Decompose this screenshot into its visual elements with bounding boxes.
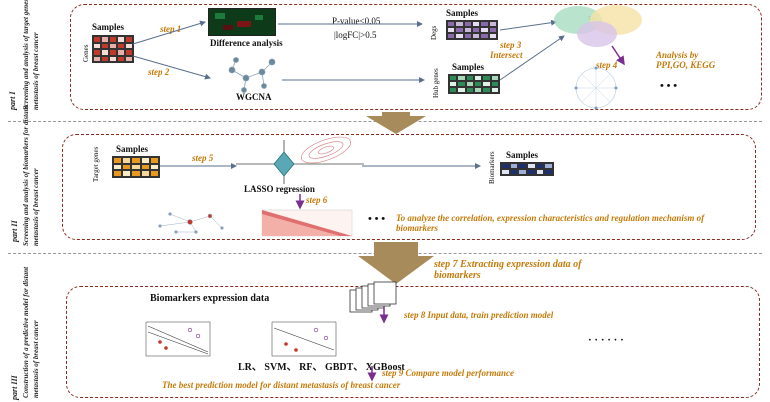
part3-ellipsis: · · · · · · — [588, 334, 624, 346]
wgcna-network — [228, 57, 276, 93]
document-stack-icon — [349, 281, 397, 313]
step3-label: step 3 — [500, 40, 522, 50]
step4-arrow — [611, 45, 625, 66]
big-arrow-part1-to-part2 — [366, 112, 426, 134]
biomarker-samples-label: Samples — [506, 150, 539, 160]
step8-label: step 8 Input data, train prediction mode… — [404, 310, 554, 320]
arrow-to-difference — [132, 20, 206, 45]
biomarkers-expression-label: Biomarkers expression data — [150, 293, 270, 304]
step4-label: step 4 — [596, 60, 618, 70]
step7-label: step 7 Extracting expression data of bio… — [434, 259, 582, 281]
intersect-label: Intersect — [490, 50, 523, 60]
heatmap-image — [208, 8, 276, 36]
lasso-label: LASSO regression — [244, 184, 315, 194]
part1-ellipsis: • • • — [660, 80, 678, 92]
logfc-text: |logFC|>0.5 — [334, 30, 377, 40]
correlation-triangle — [261, 209, 353, 237]
models-label: LR、 SVM、 RF、 GBDT、 XGBoost — [238, 362, 405, 373]
step5-label: step 5 — [192, 153, 214, 163]
step9-label: step 9 Compare model performance — [382, 368, 514, 378]
arrow-to-wgcna — [132, 55, 211, 80]
wgcna-label: WGCNA — [236, 92, 272, 102]
lasso-plot — [236, 136, 364, 184]
ppi-network — [574, 66, 618, 110]
part2-ellipsis: • • • — [368, 213, 386, 225]
best-model-label: The best prediction model for distant me… — [162, 380, 401, 390]
degs-samples-label: Samples — [446, 8, 479, 18]
step1-label: step 1 — [160, 24, 182, 34]
biomarker-network — [158, 212, 224, 234]
part1-sample-matrix — [92, 35, 134, 63]
hub-matrix — [448, 74, 500, 94]
part1-panel — [70, 4, 762, 110]
ppi-go-kegg-note: Analysis by PPI,GO, KEGG — [656, 50, 716, 70]
part3-panel — [66, 286, 760, 398]
model-plot-2 — [271, 321, 337, 357]
arrows-to-venn — [499, 19, 565, 81]
hub-samples-label: Samples — [452, 62, 485, 72]
difference-analysis-label: Difference analysis — [210, 38, 283, 48]
target-matrix — [112, 156, 160, 178]
part2-panel — [62, 134, 756, 240]
venn-diagram — [554, 5, 642, 47]
part2-samples-label: Samples — [116, 144, 149, 154]
model-plot-1 — [145, 321, 211, 357]
step6-label: step 6 — [306, 195, 328, 205]
big-arrow-part2-to-part3 — [358, 242, 434, 284]
step2-label: step 2 — [148, 67, 170, 77]
biomarker-matrix — [500, 162, 554, 176]
biomarker-analysis-note: To analyze the correlation, expression c… — [396, 213, 705, 233]
degs-matrix — [446, 20, 498, 40]
pvalue-text: P-value<0.05 — [332, 16, 381, 26]
part1-samples-label: Samples — [92, 22, 125, 32]
